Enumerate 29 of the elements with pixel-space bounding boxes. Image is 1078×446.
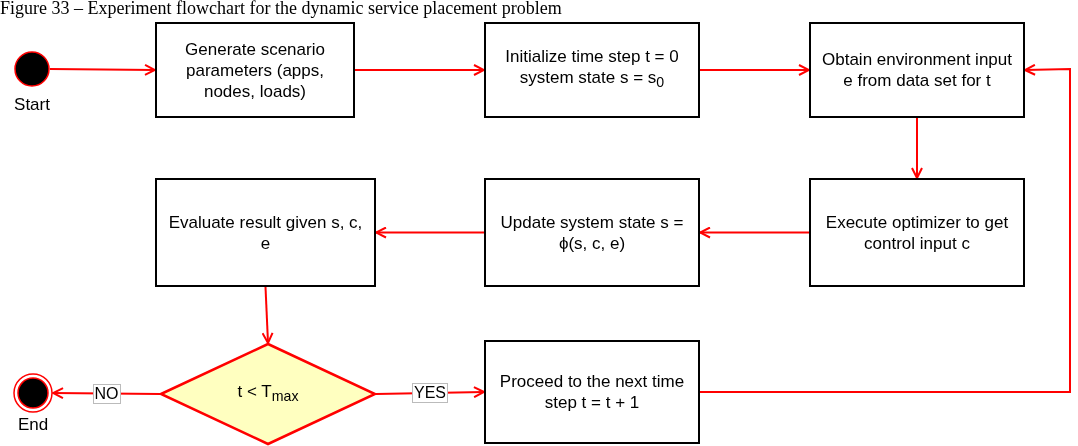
step-text: Proceed to the next time step t = t + 1 [498,371,686,413]
edge-label: NO [92,383,121,404]
arrow [911,117,923,179]
process-box [484,178,700,287]
process-box [809,22,1025,118]
arrow [699,63,1071,393]
step-text: Update system state s = ϕ(s, c, e) [499,211,685,254]
arrow [49,63,156,76]
terminal-label: Start [14,95,50,115]
condition-text: t < T$_{max}$ [236,380,300,407]
arrow [699,64,810,76]
step-text: Execute optimizer to get control input c [824,211,1010,254]
arrow [699,226,810,239]
decision-diamond [160,343,376,445]
process-box [155,22,355,118]
step-text: Evaluate result given s, c, e [167,211,364,254]
figure-title: Figure 33 – Experiment flowchart for the dynamic service placement problem [0,0,563,19]
process-box [155,178,376,287]
process-box [484,340,700,444]
step-text: Generate scenario parameters (apps, nodes, loads) [184,38,326,102]
step-text: Obtain environment input e from data set for t [821,49,1013,91]
terminal-label: End [17,415,49,435]
arrow [354,64,485,76]
process-box [484,22,700,118]
step-text: Initialize time step t = 0 system state s = s$_{0}$ [504,46,680,93]
edge-label: YES [412,383,448,403]
process-box [809,178,1025,287]
arrow [261,286,274,344]
arrow [375,226,485,239]
